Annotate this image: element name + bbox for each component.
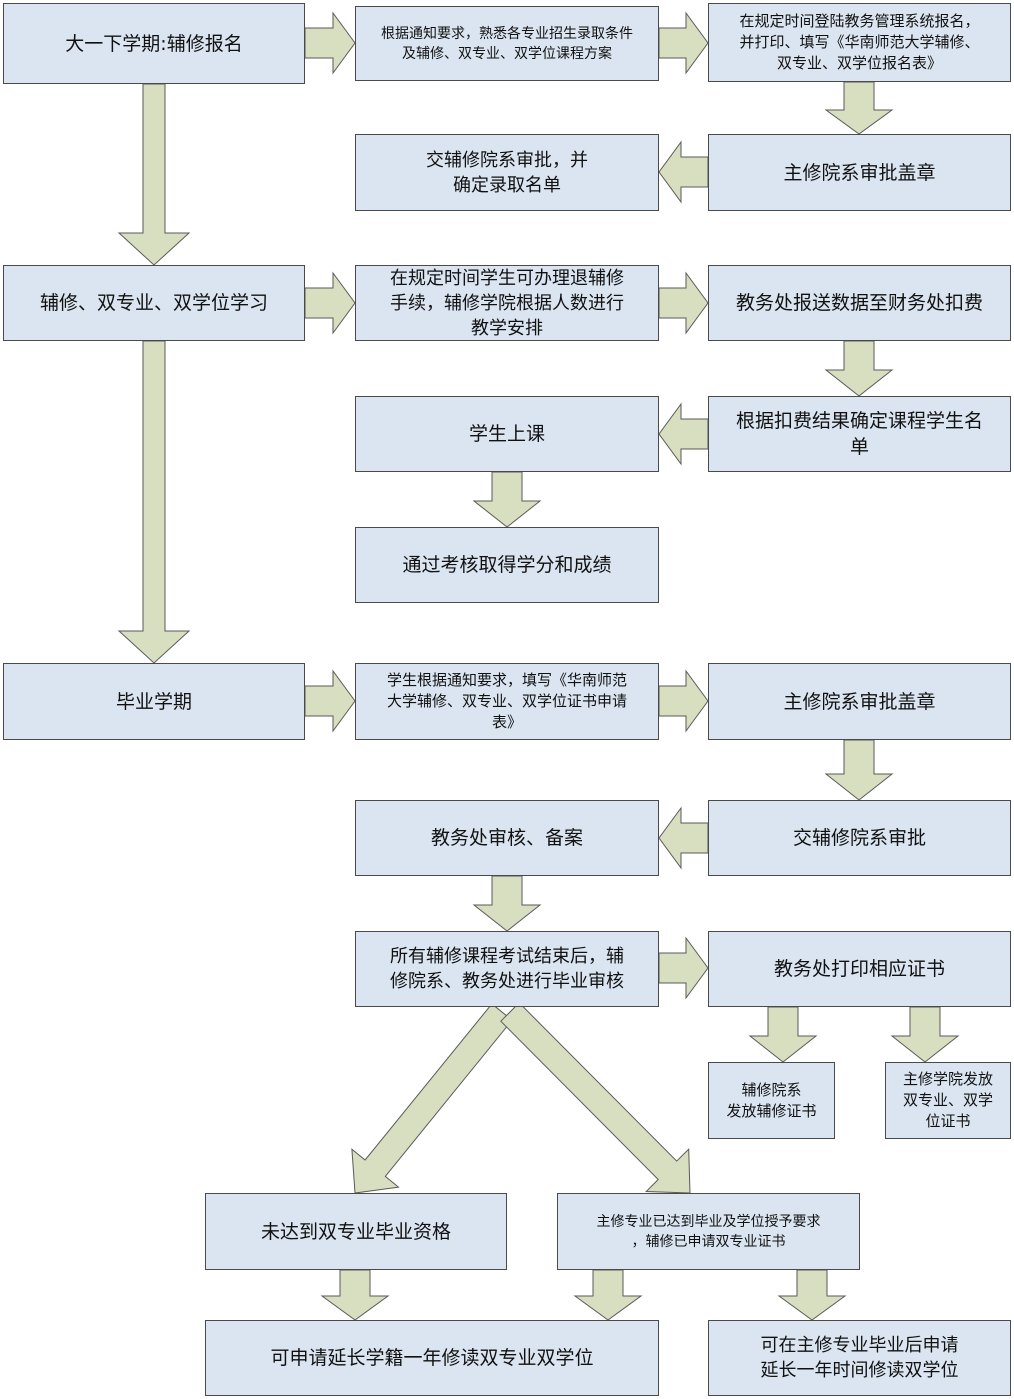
step-major-dept-approval: 主修院系审批盖章: [708, 134, 1011, 211]
arrow-b14-b15: [824, 739, 894, 801]
arrow-b22-b24: [777, 1269, 847, 1321]
step-double-degree-certificate: 主修学院发放 双专业、双学 位证书: [885, 1062, 1011, 1139]
outcome-major-qualified: 主修专业已达到毕业及学位授予要求 ，辅修已申请双专业证书: [557, 1193, 860, 1270]
step-fee-deduction: 教务处报送数据至财务处扣费: [708, 265, 1011, 341]
step-exam-credit: 通过考核取得学分和成绩: [355, 527, 659, 603]
arrow-b6-b7: [304, 271, 356, 335]
arrow-b1-b6: [117, 83, 191, 266]
outcome-not-qualified: 未达到双专业毕业资格: [205, 1193, 507, 1270]
arrow-b21-b23: [320, 1269, 390, 1321]
step-certificate-application: 学生根据通知要求，填写《华南师范 大学辅修、双专业、双学位证书申请 表》: [355, 663, 659, 740]
arrow-b12-b13: [304, 669, 356, 733]
arrow-b18-b20: [890, 1006, 960, 1063]
arrow-b1-b2: [304, 11, 356, 75]
step-graduation-audit: 所有辅修课程考试结束后，辅 修院系、教务处进行毕业审核: [355, 931, 659, 1007]
step-print-certificates: 教务处打印相应证书: [708, 931, 1011, 1007]
step-online-signup: 在规定时间登陆教务管理系统报名， 并打印、填写《华南师范大学辅修、 双专业、双学…: [708, 3, 1011, 82]
arrow-b9-b10: [658, 402, 709, 466]
arrow-b16-b17: [472, 875, 542, 932]
step-academic-office-record: 教务处审核、备案: [355, 800, 659, 876]
arrow-b18-b19: [748, 1006, 818, 1063]
arrow-b2-b3: [658, 11, 709, 75]
step-minor-certificate: 辅修院系 发放辅修证书: [708, 1062, 835, 1139]
arrow-b4-b5: [658, 140, 709, 204]
step-withdraw-arrange: 在规定时间学生可办理退辅修 手续，辅修学院根据人数进行 教学安排: [355, 265, 659, 341]
outcome-extend-after-graduation: 可在主修专业毕业后申请 延长一年时间修读双学位: [708, 1320, 1011, 1396]
step-confirm-student-list: 根据扣费结果确定课程学生名 单: [708, 396, 1011, 472]
step-first-year-registration: 大一下学期:辅修报名: [3, 3, 305, 84]
arrow-b6-b12: [117, 340, 191, 664]
arrow-b17-b21: [351, 1003, 513, 1194]
step-graduation-term: 毕业学期: [3, 663, 305, 740]
arrow-b13-b14: [658, 669, 709, 733]
arrow-b10-b11: [472, 471, 542, 528]
step-major-dept-stamp: 主修院系审批盖章: [708, 663, 1011, 740]
arrow-b17-b22: [500, 1002, 691, 1194]
arrow-b7-b8: [658, 271, 709, 335]
step-read-requirements: 根据通知要求，熟悉各专业招生录取条件 及辅修、双专业、双学位课程方案: [355, 6, 659, 81]
arrow-b3-b4: [824, 81, 894, 135]
step-minor-dept-approval: 交辅修院系审批，并 确定录取名单: [355, 134, 659, 211]
outcome-extend-one-year: 可申请延长学籍一年修读双专业双学位: [205, 1320, 659, 1396]
step-attend-class: 学生上课: [355, 396, 659, 472]
arrow-b15-b16: [658, 806, 709, 870]
arrow-b17-b18: [658, 936, 709, 1000]
arrow-b22-b23: [573, 1269, 643, 1321]
arrow-b8-b9: [824, 340, 894, 397]
step-study: 辅修、双专业、双学位学习: [3, 265, 305, 341]
step-minor-dept-review: 交辅修院系审批: [708, 800, 1011, 876]
